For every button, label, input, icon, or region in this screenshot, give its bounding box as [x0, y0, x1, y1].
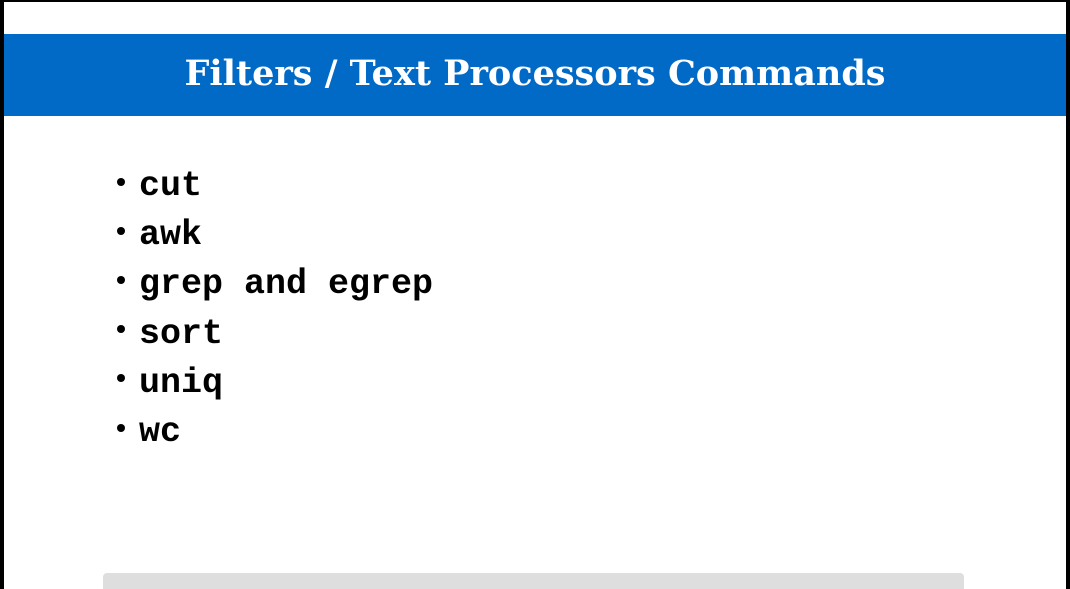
bullet-item: cut [117, 162, 433, 211]
slide: Filters / Text Processors Commands cut a… [4, 2, 1066, 589]
bullet-item: grep and egrep [117, 260, 433, 309]
title-bar: Filters / Text Processors Commands [4, 34, 1066, 116]
bullet-dot-icon [117, 226, 125, 235]
scrollbar[interactable] [103, 573, 964, 589]
bullet-dot-icon [117, 374, 125, 383]
bullet-text: uniq [139, 362, 224, 403]
bullet-text: sort [139, 313, 224, 354]
bullet-item: sort [117, 310, 433, 359]
bullet-item: wc [117, 408, 433, 457]
bullet-item: uniq [117, 359, 433, 408]
bullet-list: cut awk grep and egrep sort uniq wc [117, 162, 433, 457]
bullet-dot-icon [117, 423, 125, 432]
bullet-text: wc [139, 412, 182, 453]
bullet-dot-icon [117, 325, 125, 334]
bullet-text: grep and egrep [139, 264, 434, 305]
bullet-item: awk [117, 211, 433, 260]
bullet-dot-icon [117, 275, 125, 284]
bullet-text: cut [139, 166, 203, 207]
bullet-text: awk [139, 215, 203, 256]
bullet-dot-icon [117, 177, 125, 186]
slide-title: Filters / Text Processors Commands [184, 53, 886, 94]
